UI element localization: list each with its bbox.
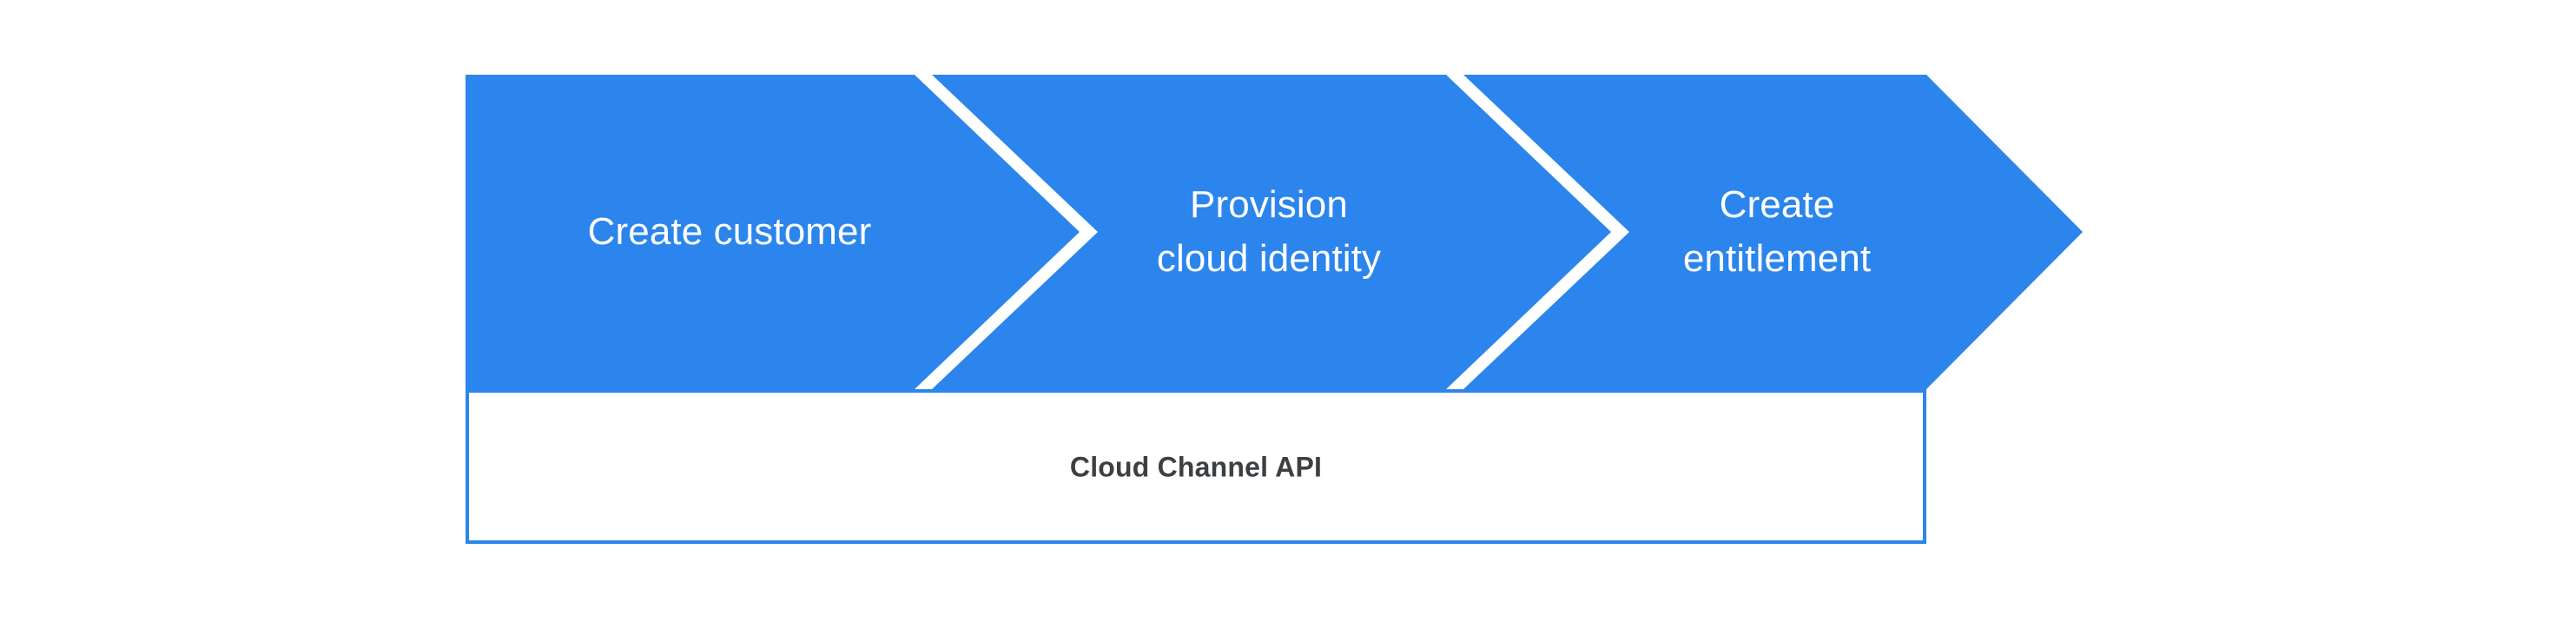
chevron-band xyxy=(466,75,2083,389)
api-bar-box xyxy=(466,389,1926,544)
